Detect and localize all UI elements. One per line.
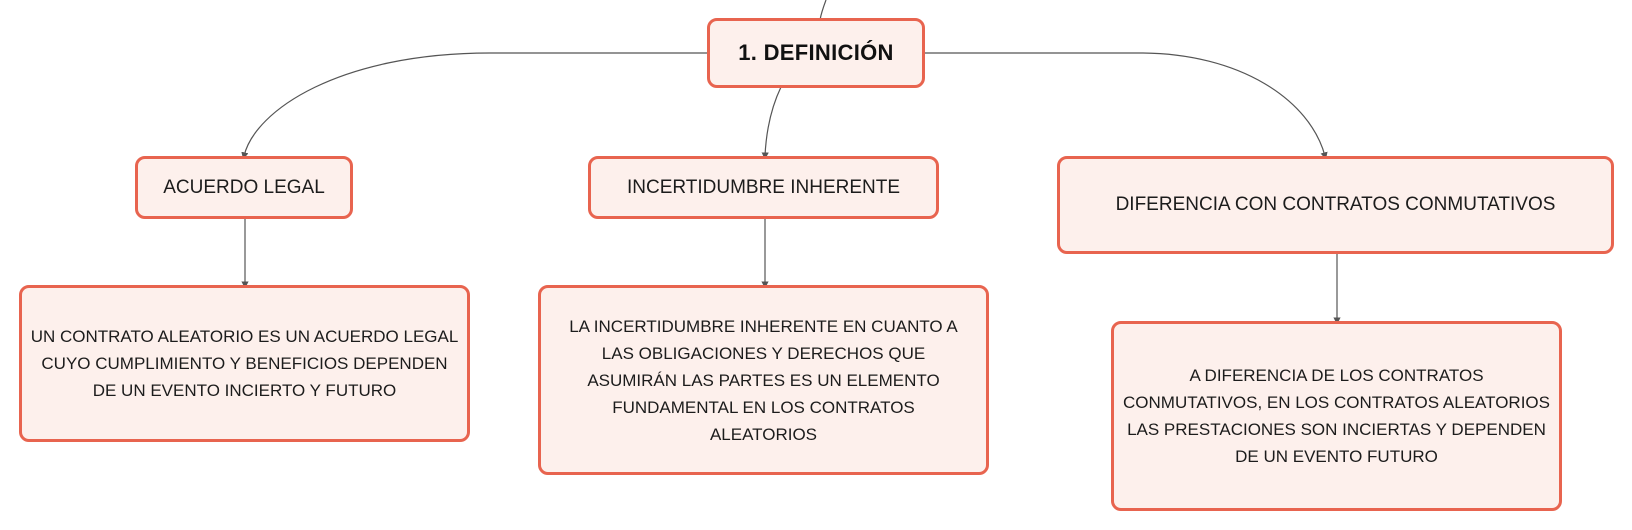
detail-text: UN CONTRATO ALEATORIO ES UN ACUERDO LEGA… xyxy=(30,327,459,400)
connector-root-to-diferencia xyxy=(925,52,1328,160)
connector-root-to-acuerdo-legal xyxy=(241,52,710,160)
connector-parent-to-root xyxy=(819,0,827,21)
topic-label: ACUERDO LEGAL xyxy=(163,176,325,198)
topic-label: INCERTIDUMBRE INHERENTE xyxy=(626,176,901,198)
detail-node-acuerdo-legal[interactable]: UN CONTRATO ALEATORIO ES UN ACUERDO LEGA… xyxy=(19,285,470,442)
topic-label: DIFERENCIA CON CONTRATOS CONMUTATIVOS xyxy=(1115,194,1556,215)
detail-text: LA INCERTIDUMBRE INHERENTE EN CUANTO A L… xyxy=(569,316,958,444)
root-node[interactable]: 1. DEFINICIÓN xyxy=(707,18,925,88)
detail-node-incertidumbre-inherente[interactable]: LA INCERTIDUMBRE INHERENTE EN CUANTO A L… xyxy=(538,285,989,475)
topic-node-diferencia-conmutativos[interactable]: DIFERENCIA CON CONTRATOS CONMUTATIVOS xyxy=(1057,156,1614,254)
detail-node-diferencia-conmutativos[interactable]: A DIFERENCIA DE LOS CONTRATOS CONMUTATIV… xyxy=(1111,321,1562,511)
detail-text: A DIFERENCIA DE LOS CONTRATOS CONMUTATIV… xyxy=(1123,366,1550,466)
connector-root-to-incertidumbre xyxy=(761,86,782,160)
topic-node-incertidumbre-inherente[interactable]: INCERTIDUMBRE INHERENTE xyxy=(588,156,939,219)
topic-node-acuerdo-legal[interactable]: ACUERDO LEGAL xyxy=(135,156,353,219)
root-node-label: 1. DEFINICIÓN xyxy=(738,40,894,65)
